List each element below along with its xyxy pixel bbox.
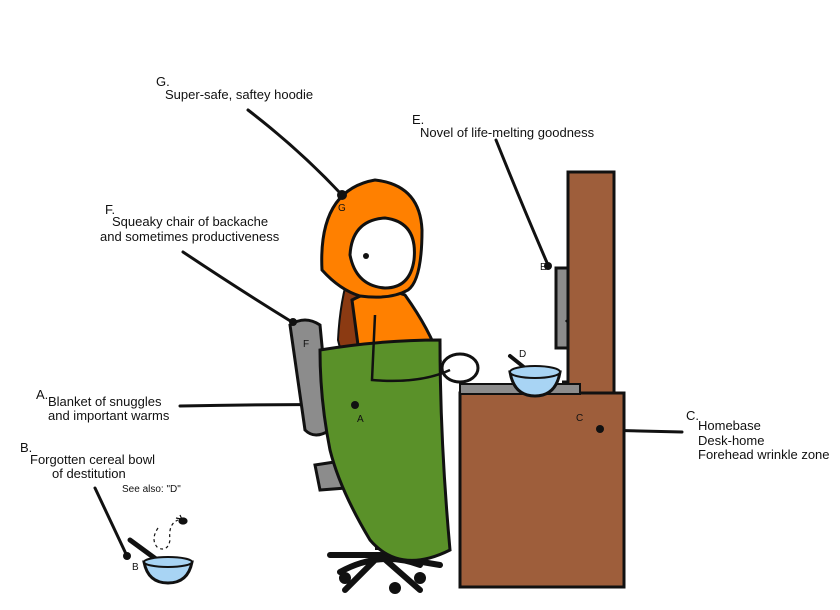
pointer-line-e (494, 138, 550, 267)
label-a-letter: A. (36, 387, 49, 402)
label-e-letter: E. (412, 112, 425, 127)
bowl-d (508, 354, 562, 398)
head (320, 178, 424, 299)
label-g-letter: G. (156, 74, 170, 89)
label-c-line1: Homebase (698, 418, 761, 433)
label-c-letter: C. (686, 408, 699, 423)
marker-e: E (540, 262, 547, 273)
marker-g: G (338, 203, 346, 214)
fly (153, 514, 188, 550)
pointer-line-b (93, 486, 129, 558)
arm (370, 314, 451, 383)
marker-a: A (357, 414, 364, 425)
pointer-line-g (246, 108, 344, 197)
marker-c: C (576, 413, 584, 424)
label-f-letter: F. (105, 202, 116, 217)
pointer-line-f (181, 250, 294, 324)
marker-b: B (132, 562, 139, 573)
label-e-text: Novel of life-melting goodness (420, 125, 595, 140)
label-c-line3: Forehead wrinkle zone (698, 447, 830, 462)
label-f-line2: and sometimes productiveness (100, 229, 280, 244)
label-b-line1: Forgotten cereal bowl (30, 452, 156, 467)
label-f-line1: Squeaky chair of backache (112, 214, 269, 229)
label-g: G. (156, 74, 170, 89)
label-a-line1: Blanket of snuggles (48, 394, 162, 409)
marker-f: F (303, 339, 310, 350)
bowl-b (123, 537, 194, 585)
label-c-line2: Desk-home (698, 433, 765, 448)
desk (458, 170, 626, 589)
label-g-text: Super-safe, saftey hoodie (165, 87, 314, 102)
label-a-line2: and important warms (48, 408, 170, 423)
blanket (318, 338, 452, 562)
label-b-line2: of destitution (52, 466, 126, 481)
marker-d: D (519, 349, 527, 360)
hand (440, 352, 480, 384)
label-b-letter: B. (20, 440, 33, 455)
label-b-see-also: See also: "D" (122, 484, 181, 495)
